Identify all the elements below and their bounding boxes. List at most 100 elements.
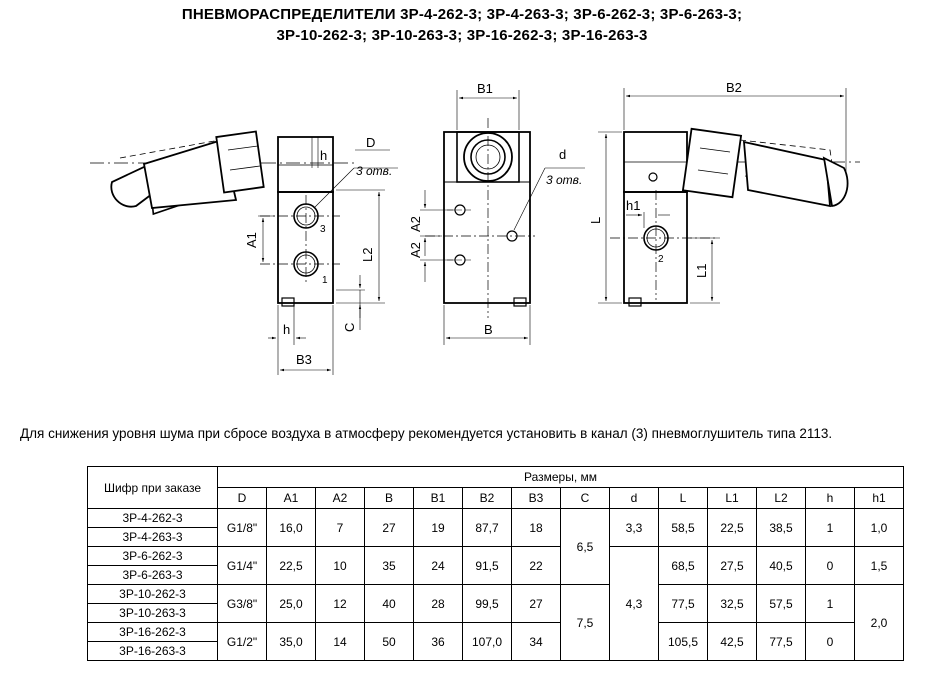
column-header: L1 xyxy=(707,487,757,509)
table-cell: 35 xyxy=(364,546,414,585)
cell-h1: 1,5 xyxy=(854,546,904,585)
column-header: L2 xyxy=(756,487,806,509)
table-cell: 87,7 xyxy=(462,508,512,547)
table-cell: 27 xyxy=(511,584,561,623)
left-view xyxy=(90,130,398,375)
cell-C: 7,5 xyxy=(560,584,610,661)
label-port-2: 2 xyxy=(658,254,664,265)
middle-view xyxy=(420,90,585,345)
column-header: B3 xyxy=(511,487,561,509)
table-cell: 36 xyxy=(413,622,463,661)
table-cell: 22 xyxy=(511,546,561,585)
table-cell: 91,5 xyxy=(462,546,512,585)
label-holes-left: 3 отв. xyxy=(356,164,392,178)
label-A1: A1 xyxy=(244,232,259,248)
table-cell: 14 xyxy=(315,622,365,661)
table-cell: 22,5 xyxy=(266,546,316,585)
label-holes-middle: 3 отв. xyxy=(546,173,582,187)
order-code: 3Р-4-262-3 xyxy=(87,508,218,528)
table-cell: 0 xyxy=(805,546,855,585)
column-header: h1 xyxy=(854,487,904,509)
table-cell: 35,0 xyxy=(266,622,316,661)
table-cell: 40 xyxy=(364,584,414,623)
table-cell: 77,5 xyxy=(756,622,806,661)
noise-reduction-note: Для снижения уровня шума при сбросе возд… xyxy=(20,426,833,441)
label-port-1: 1 xyxy=(322,275,328,286)
table-cell: 12 xyxy=(315,584,365,623)
table-cell: 50 xyxy=(364,622,414,661)
column-header: d xyxy=(609,487,659,509)
label-h-bottom: h xyxy=(283,322,290,337)
column-header: h xyxy=(805,487,855,509)
order-code: 3Р-10-263-3 xyxy=(87,603,218,623)
cell-h1: 1,0 xyxy=(854,508,904,547)
table-cell: 24 xyxy=(413,546,463,585)
label-D: D xyxy=(366,135,375,150)
column-header: B1 xyxy=(413,487,463,509)
table-cell: 58,5 xyxy=(658,508,708,547)
label-L2: L2 xyxy=(360,248,375,262)
dimensions-header: Размеры, мм xyxy=(217,466,904,488)
table-cell: 68,5 xyxy=(658,546,708,585)
column-header: A2 xyxy=(315,487,365,509)
label-d: d xyxy=(559,147,566,162)
table-cell: 22,5 xyxy=(707,508,757,547)
label-L: L xyxy=(588,217,603,224)
column-header: A1 xyxy=(266,487,316,509)
table-cell: 18 xyxy=(511,508,561,547)
table-cell: 28 xyxy=(413,584,463,623)
label-B1: B1 xyxy=(477,81,493,96)
order-code: 3Р-4-263-3 xyxy=(87,527,218,547)
table-cell: 57,5 xyxy=(756,584,806,623)
order-code: 3Р-16-262-3 xyxy=(87,622,218,642)
table-cell: 40,5 xyxy=(756,546,806,585)
table-cell: 99,5 xyxy=(462,584,512,623)
order-code: 3Р-16-263-3 xyxy=(87,641,218,661)
column-header: C xyxy=(560,487,610,509)
table-cell: 27,5 xyxy=(707,546,757,585)
right-view xyxy=(598,88,860,307)
table-cell: 27 xyxy=(364,508,414,547)
column-header: L xyxy=(658,487,708,509)
cell-d: 4,3 xyxy=(609,546,659,661)
table-cell: 42,5 xyxy=(707,622,757,661)
table-cell: 16,0 xyxy=(266,508,316,547)
table-cell: 25,0 xyxy=(266,584,316,623)
label-C: C xyxy=(342,323,357,332)
label-h1: h1 xyxy=(626,198,640,213)
table-cell: 34 xyxy=(511,622,561,661)
label-A2-upper: A2 xyxy=(408,216,423,232)
order-code: 3Р-6-262-3 xyxy=(87,546,218,566)
table-cell: G1/8" xyxy=(217,508,267,547)
table-cell: 77,5 xyxy=(658,584,708,623)
label-A2-lower: A2 xyxy=(408,242,423,258)
table-cell: 0 xyxy=(805,622,855,661)
column-header: B2 xyxy=(462,487,512,509)
column-header: D xyxy=(217,487,267,509)
table-cell: G1/2" xyxy=(217,622,267,661)
table-cell: 1 xyxy=(805,508,855,547)
table-cell: 10 xyxy=(315,546,365,585)
code-header: Шифр при заказе xyxy=(87,466,218,509)
table-cell: 32,5 xyxy=(707,584,757,623)
table-cell: 105,5 xyxy=(658,622,708,661)
table-cell: 19 xyxy=(413,508,463,547)
label-L1: L1 xyxy=(694,264,709,278)
cell-d: 3,3 xyxy=(609,508,659,547)
label-B3: B3 xyxy=(296,352,312,367)
column-header: B xyxy=(364,487,414,509)
table-row: 3Р-16-263-3 xyxy=(87,641,904,661)
label-B2: B2 xyxy=(726,80,742,95)
order-code: 3Р-6-263-3 xyxy=(87,565,218,585)
table-cell: 107,0 xyxy=(462,622,512,661)
table-cell: 1 xyxy=(805,584,855,623)
table-cell: G1/4" xyxy=(217,546,267,585)
order-code: 3Р-10-262-3 xyxy=(87,584,218,604)
table-cell: 7 xyxy=(315,508,365,547)
label-port-3: 3 xyxy=(320,224,326,235)
